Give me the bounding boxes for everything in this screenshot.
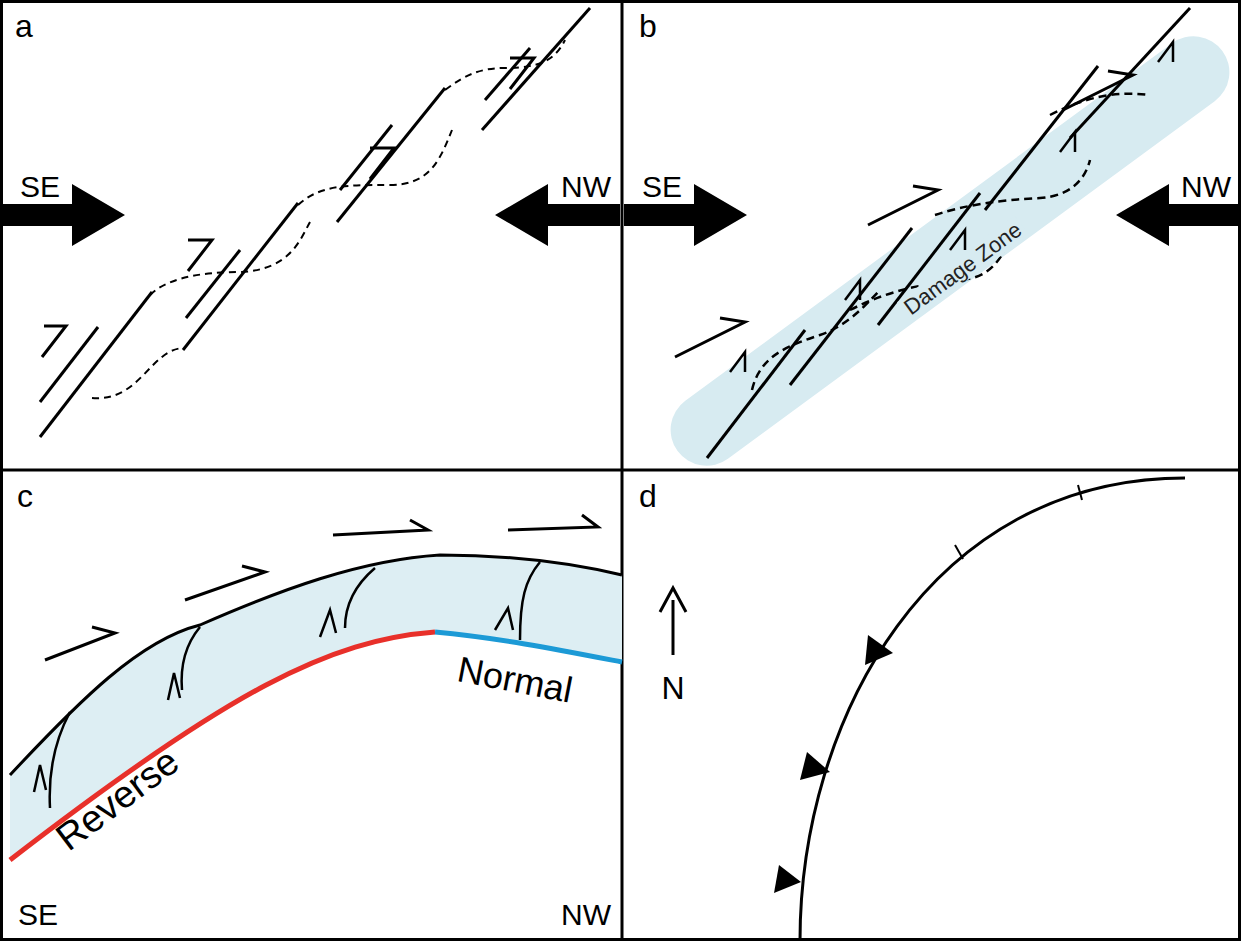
figure-label: SE (642, 170, 682, 203)
figure-label: b (639, 9, 657, 44)
damage-zone-band (656, 22, 1241, 480)
fault-harpoons-c (34, 608, 513, 792)
fault-band-c (10, 555, 622, 860)
figure-label: c (17, 479, 33, 514)
harpoons-b (730, 42, 1173, 372)
figure-label: Normal (454, 649, 575, 710)
damage-zone-band: Damage Zone (656, 22, 1241, 480)
thrust-teeth (774, 635, 893, 893)
figure-label: NW (1181, 170, 1231, 203)
shear-arrows-c (45, 515, 598, 660)
normal-ticks (955, 485, 1082, 559)
figure-label: SE (18, 898, 58, 931)
fault-surface (10, 555, 622, 775)
fault-segments-b (707, 8, 1190, 458)
shear-arrows-b (675, 71, 1133, 357)
fault-segments-a (40, 8, 590, 437)
fault-trace-map (800, 478, 1185, 941)
figure-label: a (15, 9, 33, 44)
reverse-segment (10, 632, 435, 860)
figure-label: NW (561, 170, 611, 203)
zone-label: Damage Zone (897, 216, 1029, 322)
sigmoid-links-a (92, 40, 565, 398)
figure-label: N (662, 671, 685, 706)
figure-label: NW (561, 898, 611, 931)
half-arrows-a (42, 58, 534, 357)
figure-label: d (639, 479, 657, 514)
figure-label: SE (20, 170, 60, 203)
north-arrow (660, 588, 686, 655)
sigmoid-links-b (752, 94, 1150, 390)
